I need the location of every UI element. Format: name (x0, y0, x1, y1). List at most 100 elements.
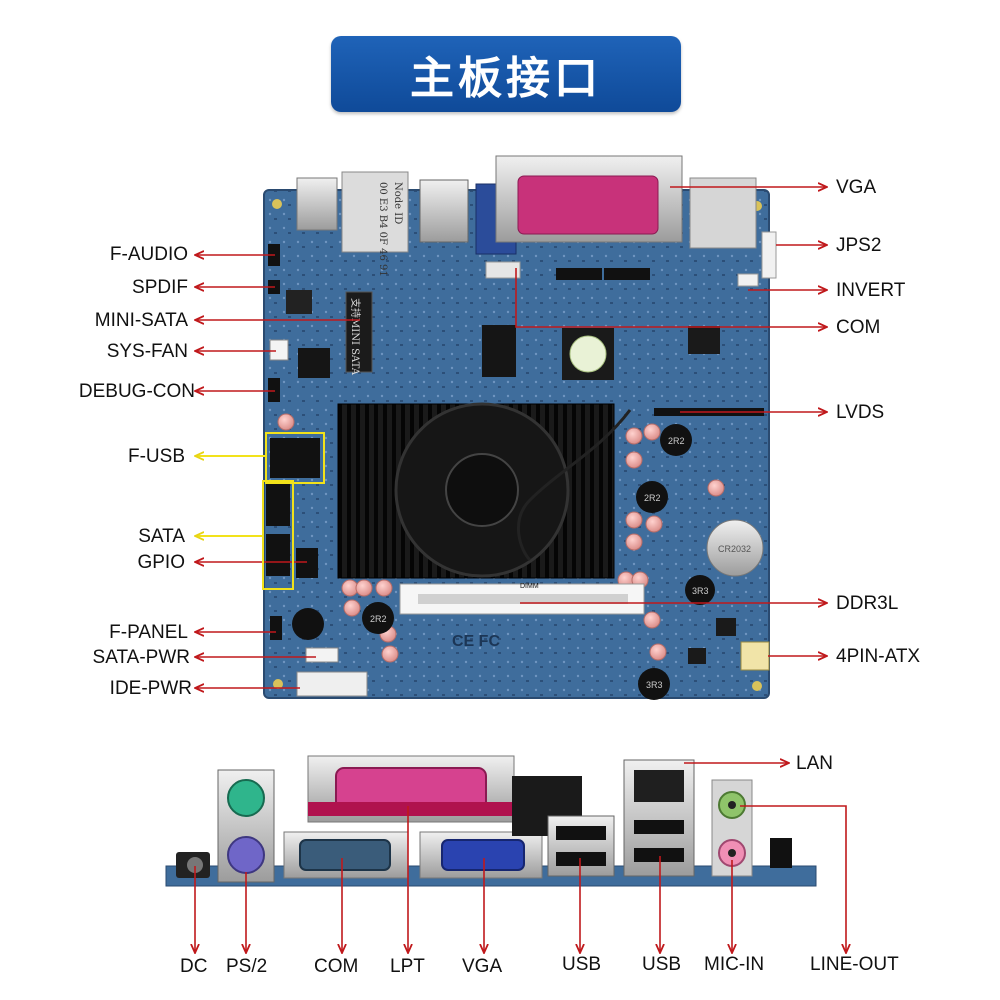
battery-text: CR2032 (718, 544, 751, 554)
label-f-audio: F-AUDIO (109, 244, 188, 265)
rear-header (770, 838, 792, 868)
lpt-bracket (308, 802, 514, 816)
usb-port (556, 826, 606, 840)
rear-io-panel (165, 755, 817, 887)
sata-port (266, 484, 290, 526)
label-mini-sata: MINI-SATA (94, 310, 188, 331)
mount-hole (752, 681, 762, 691)
io-label-mic-in: MIC-IN (704, 954, 765, 975)
cpu-fan-hub (445, 453, 519, 527)
header (556, 268, 602, 280)
io-label-lan: LAN (796, 753, 833, 774)
mic-in-hole (728, 849, 736, 857)
io-ps2-block (296, 177, 338, 231)
label-sata: SATA (138, 526, 185, 547)
usb-port (556, 852, 606, 866)
chip (286, 290, 312, 314)
gpio-header (296, 548, 318, 578)
label-gpio: GPIO (137, 552, 185, 573)
yellow-highlights (196, 432, 325, 590)
chip (716, 618, 736, 636)
inductor-label: 2R2 (668, 436, 685, 446)
mini-sata-slot (345, 291, 373, 373)
label-com: COM (836, 317, 881, 338)
label-spdif: SPDIF (132, 277, 188, 298)
jps2-header (761, 231, 777, 279)
line-out-hole (728, 801, 736, 809)
label-f-panel: F-PANEL (109, 622, 188, 643)
inductor-label: 3R3 (692, 586, 709, 596)
io-audio-block (689, 177, 757, 249)
io-label-vga: VGA (462, 956, 503, 977)
io-label-usb-2: USB (642, 954, 682, 975)
ide-pwr-connector (296, 671, 368, 697)
label-ddr3l: DDR3L (836, 593, 899, 614)
label-vga: VGA (836, 177, 877, 198)
label-lvds: LVDS (836, 402, 885, 423)
inductor-label: 2R2 (644, 493, 661, 503)
label-sys-fan: SYS-FAN (106, 341, 188, 362)
left-arrows (196, 255, 360, 688)
f-panel-header (270, 616, 282, 640)
dimm-text: DIMM (520, 583, 539, 590)
ps2-mouse-port (227, 779, 265, 817)
motherboard: Node ID 00 E3 B4 0F 46 91 支持MINI SATA (263, 155, 777, 700)
inductor (636, 481, 668, 513)
sata-pwr-connector (305, 647, 339, 663)
sata-port (266, 534, 290, 576)
inductor-label: 3R3 (646, 680, 663, 690)
label-debug-con: DEBUG-CON (78, 381, 195, 402)
vga-port (441, 839, 525, 871)
mount-hole (272, 199, 282, 209)
label-ide-pwr: IDE-PWR (109, 678, 192, 699)
label-invert: INVERT (836, 280, 906, 301)
bios-sticker (569, 335, 607, 373)
cmos-battery (706, 519, 764, 577)
ps2-keyboard-port (227, 836, 265, 874)
page-title: 主板接口 (410, 53, 602, 104)
io-label-ps2: PS/2 (226, 956, 268, 977)
inductor (685, 575, 715, 605)
io-arrows (195, 763, 846, 952)
sys-fan-header (269, 339, 289, 361)
io-label-com: COM (314, 956, 359, 977)
chip (482, 325, 516, 377)
chip (298, 348, 330, 378)
capacitors (277, 413, 725, 663)
atx-4pin (740, 641, 770, 671)
label-sata-pwr: SATA-PWR (92, 647, 190, 668)
io-serial-block (341, 171, 409, 253)
com-port (299, 839, 391, 871)
invert-header (737, 273, 759, 287)
mac-text: 00 E3 B4 0F 46 91 (377, 182, 388, 277)
chip (688, 326, 720, 354)
debug-header (268, 378, 280, 402)
right-arrows (515, 187, 826, 656)
io-label-lpt: LPT (390, 956, 425, 977)
node-id-text: Node ID (392, 182, 403, 224)
io-lan-block (419, 179, 469, 243)
com-header (485, 261, 521, 279)
header (604, 268, 650, 280)
inductor-label: 2R2 (370, 614, 387, 624)
usb-port (634, 848, 684, 862)
ce-fc-text: CE FC (452, 633, 500, 650)
io-label-line-out: LINE-OUT (810, 954, 899, 975)
dimm-slot-inner (418, 594, 628, 604)
lan-port (634, 770, 684, 802)
buzzer (292, 608, 324, 640)
chip (688, 648, 706, 664)
inductor (638, 668, 670, 700)
label-4pin-atx: 4PIN-ATX (836, 646, 921, 667)
io-label-dc: DC (180, 956, 208, 977)
inductor (660, 424, 692, 456)
page-title-banner: 主板接口 (331, 36, 681, 112)
inductor (362, 602, 394, 634)
mount-hole (273, 679, 283, 689)
usb-stack-1 (547, 815, 615, 877)
io-label-usb-1: USB (562, 954, 602, 975)
label-jps2: JPS2 (836, 235, 882, 256)
label-f-usb: F-USB (128, 446, 185, 467)
io-lpt-pink (517, 175, 659, 235)
